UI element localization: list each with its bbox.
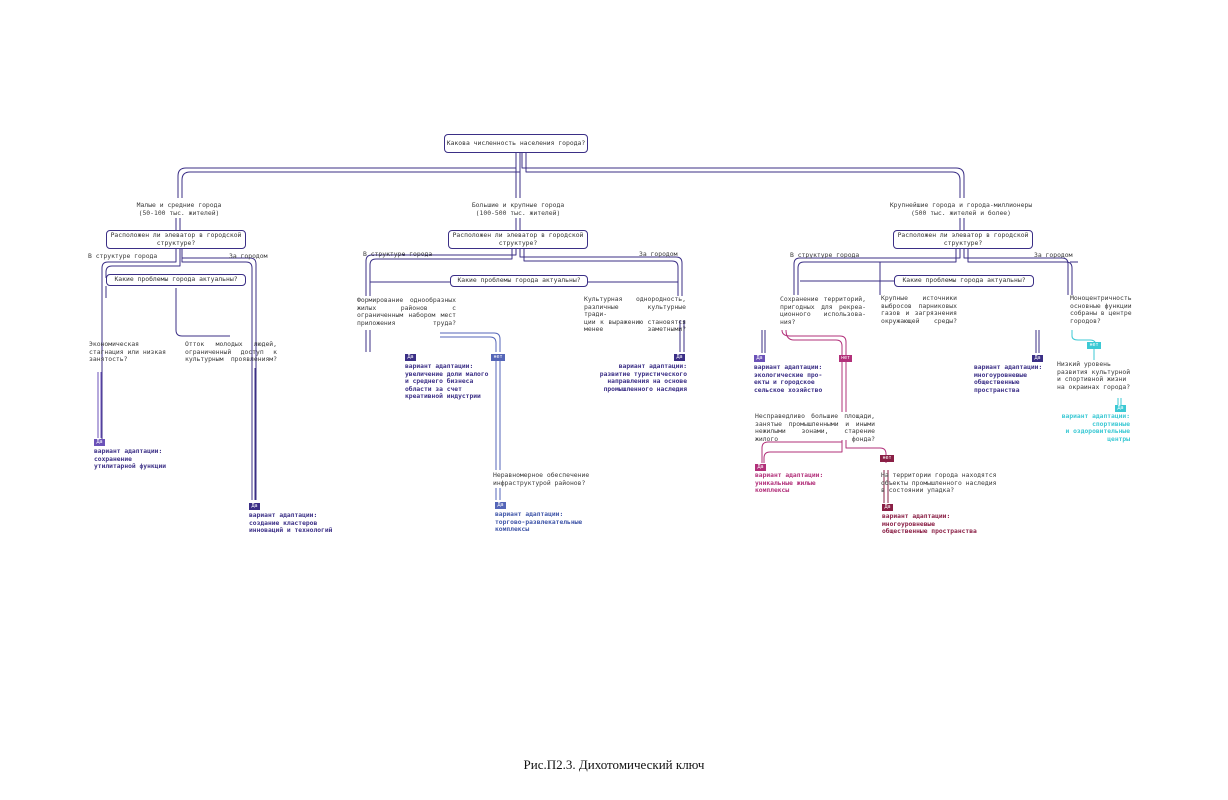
right-problem-recreation: Сохранение территорий, пригодных для рек… xyxy=(780,295,866,326)
right-yes-tag-4: Да xyxy=(755,464,766,471)
right-elevator-question-box: Расположен ли элеватор в городской струк… xyxy=(893,230,1033,249)
middle-no-tag-1: нет xyxy=(491,354,505,361)
right-result-1: вариант адаптации: экологические про- ек… xyxy=(754,364,828,394)
right-yes-tag-1: Да xyxy=(754,355,765,362)
middle-yes-tag-1: Да xyxy=(405,354,416,361)
right-culture-question: Низкий уровень развития культурной и спо… xyxy=(1057,360,1131,391)
right-problem-emissions: Крупные источники выбросов парниковых га… xyxy=(881,294,957,325)
right-result-6: вариант адаптации: спортивные и оздорови… xyxy=(1056,413,1130,443)
middle-yes-tag-3: Да xyxy=(495,502,506,509)
left-problem-economy: Экономическая стагнация или низкая занят… xyxy=(89,340,166,364)
right-result-1-text: экологические про- екты и городское сель… xyxy=(754,371,823,394)
right-result-5-title: вариант адаптации: xyxy=(882,513,951,520)
root-question: Какова численность населения города? xyxy=(446,138,586,147)
middle-in-city-label: В структуре города xyxy=(363,250,433,258)
left-result-1-text: сохранение утилитарной функции xyxy=(94,455,167,471)
middle-result-3: вариант адаптации: торгово-развлекательн… xyxy=(495,511,582,534)
right-no-tag-1: нет xyxy=(839,355,852,362)
middle-result-1-title: вариант адаптации: xyxy=(405,363,474,370)
group-largest-cities: Крупнейшие города и города-миллионеры (5… xyxy=(889,201,1033,217)
middle-result-3-text: торгово-развлекательные комплексы xyxy=(495,518,583,534)
right-no-tag-3: нет xyxy=(1087,342,1101,349)
right-result-5: вариант адаптации: многоуровневые общест… xyxy=(882,513,977,536)
middle-out-city-label: За городом xyxy=(639,250,678,258)
right-no-tag-4: нет xyxy=(880,455,894,462)
middle-elevator-question-box: Расположен ли элеватор в городской струк… xyxy=(448,230,588,249)
middle-result-2-text: развитие туристического направления на о… xyxy=(599,370,687,393)
right-result-4: вариант адаптации: уникальные жилые комп… xyxy=(755,472,829,495)
right-problems-question: Какие проблемы города актуальны? xyxy=(902,276,1026,285)
right-result-3-text: многоуровневые общественные пространства xyxy=(974,371,1028,394)
middle-result-1-text: увеличение доли малого и среднего бизнес… xyxy=(405,370,489,401)
middle-result-3-title: вариант адаптации: xyxy=(495,511,564,518)
right-yes-tag-5: Да xyxy=(882,504,893,511)
left-out-city-label: За городом xyxy=(229,252,268,260)
left-result-2-text: создание кластеров инноваций и технологи… xyxy=(249,519,333,535)
right-result-4-text: уникальные жилые комплексы xyxy=(755,479,816,495)
group-large-cities: Большие и крупные города (100-500 тыс. ж… xyxy=(471,201,565,217)
left-result-2: вариант адаптации: создание кластеров ин… xyxy=(249,512,332,535)
left-elevator-question: Расположен ли элеватор в городской струк… xyxy=(110,230,242,247)
middle-result-2-title: вариант адаптации: xyxy=(618,363,687,370)
figure-caption: Рис.П2.3. Дихотомический ключ xyxy=(523,757,705,772)
right-result-4-title: вариант адаптации: xyxy=(755,472,824,479)
middle-problem-housing: Формирование однообразных жилых районов … xyxy=(357,296,456,327)
right-result-6-title: вариант адаптации: xyxy=(1061,413,1130,420)
middle-yes-tag-2: Да xyxy=(674,354,685,361)
right-result-3: вариант адаптации: многоуровневые общест… xyxy=(974,364,1042,394)
right-problems-question-box: Какие проблемы города актуальны? xyxy=(894,275,1034,287)
right-out-city-label: За городом xyxy=(1034,251,1073,259)
right-in-city-label: В структуре города xyxy=(790,251,860,259)
root-question-box: Какова численность населения города? xyxy=(444,134,588,153)
right-elevator-question: Расположен ли элеватор в городской струк… xyxy=(897,230,1029,247)
middle-infrastructure-question: Неравномерное обеспечение инфраструктуро… xyxy=(493,471,590,487)
group-small-cities: Малые и средние города (50-100 тыс. жите… xyxy=(136,201,222,217)
left-yes-tag-2: Да xyxy=(249,503,260,510)
middle-problems-question-box: Какие проблемы города актуальны? xyxy=(450,275,588,287)
middle-result-1: вариант адаптации: увеличение доли малог… xyxy=(405,363,497,401)
left-result-1: вариант адаптации: сохранение утилитарно… xyxy=(94,448,166,471)
left-problems-question-box: Какие проблемы города актуальны? xyxy=(106,274,246,286)
right-yes-tag-3: Да xyxy=(1032,355,1043,362)
middle-problems-question: Какие проблемы города актуальны? xyxy=(457,276,581,285)
left-problems-question: Какие проблемы города актуальны? xyxy=(114,275,238,284)
left-result-1-title: вариант адаптации: xyxy=(94,448,163,455)
left-yes-tag-1: Да xyxy=(94,439,105,446)
right-result-3-title: вариант адаптации: xyxy=(974,364,1043,371)
middle-elevator-question: Расположен ли элеватор в городской струк… xyxy=(452,230,584,247)
left-in-city-label: В структуре города xyxy=(88,252,158,260)
left-elevator-question-box: Расположен ли элеватор в городской струк… xyxy=(106,230,246,249)
middle-result-2: вариант адаптации: развитие туристическо… xyxy=(597,363,687,393)
right-area-question: Несправедливо большие площади, занятые п… xyxy=(755,412,875,443)
left-problem-youth: Отток молодых людей, ограниченный доступ… xyxy=(185,340,277,364)
left-result-2-title: вариант адаптации: xyxy=(249,512,318,519)
right-result-6-text: спортивные и оздоровительные центры xyxy=(1065,420,1130,443)
right-heritage-question: На территории города находятся объекты п… xyxy=(881,471,997,495)
middle-problem-culture: Культурная однородность, различные культ… xyxy=(584,295,686,334)
right-result-1-title: вариант адаптации: xyxy=(754,364,823,371)
right-result-5-text: многоуровневые общественные пространства xyxy=(882,520,977,536)
right-yes-tag-6: Да xyxy=(1115,405,1126,412)
right-problem-monocentric: Моноцентричность основные функции собран… xyxy=(1070,294,1132,325)
